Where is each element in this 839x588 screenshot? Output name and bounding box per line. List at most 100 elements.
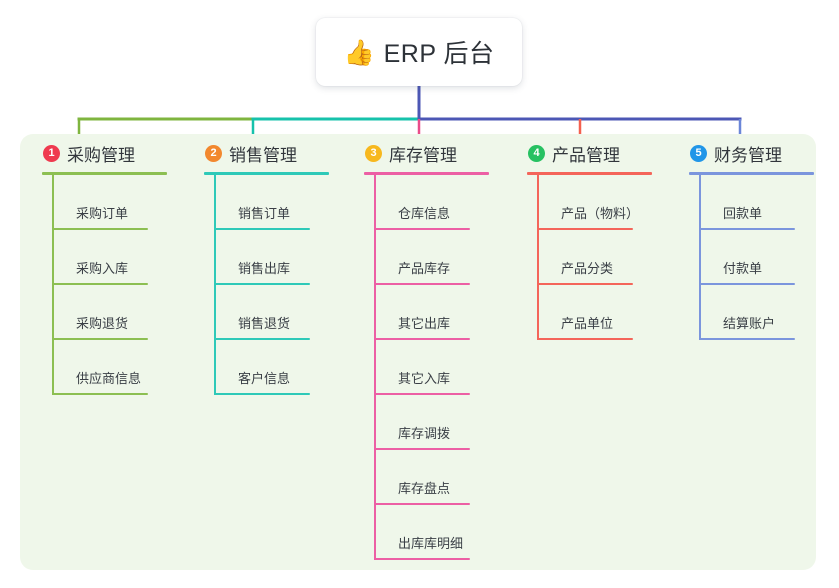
branch-item[interactable]: 销售出库 bbox=[214, 230, 360, 285]
branch-item-label: 供应商信息 bbox=[76, 371, 142, 386]
branch-item-underline bbox=[699, 283, 795, 285]
branch-title: 财务管理 bbox=[714, 145, 782, 165]
branch-item-list: 采购订单采购入库采购退货供应商信息 bbox=[52, 175, 198, 395]
branch-header-2[interactable]: 2 销售管理 bbox=[200, 134, 360, 172]
branch-item[interactable]: 其它出库 bbox=[374, 285, 520, 340]
branch-item-underline bbox=[52, 338, 148, 340]
branch-item-underline bbox=[374, 228, 470, 230]
branch-item-label: 库存调拨 bbox=[398, 426, 451, 441]
branch-column-1: 1 采购管理采购订单采购入库采购退货供应商信息 bbox=[38, 134, 198, 395]
branch-title: 库存管理 bbox=[389, 145, 457, 165]
branch-item-label: 结算账户 bbox=[723, 316, 776, 331]
branch-item-label: 采购入库 bbox=[76, 261, 129, 276]
branch-item-label: 回款单 bbox=[723, 206, 763, 221]
branch-item[interactable]: 产品分类 bbox=[537, 230, 683, 285]
branch-underline bbox=[364, 172, 489, 175]
branch-item-label: 产品（物料） bbox=[561, 206, 640, 221]
branch-item-label: 其它出库 bbox=[398, 316, 451, 331]
branch-item-underline bbox=[214, 338, 310, 340]
branch-item[interactable]: 库存调拨 bbox=[374, 395, 520, 450]
branch-column-3: 3 库存管理仓库信息产品库存其它出库其它入库库存调拨库存盘点出库库明细 bbox=[360, 134, 520, 560]
branch-item-underline bbox=[374, 283, 470, 285]
branch-item-underline bbox=[699, 228, 795, 230]
branch-header-4[interactable]: 4 产品管理 bbox=[523, 134, 683, 172]
branch-item-underline bbox=[537, 283, 633, 285]
branch-item-underline bbox=[52, 283, 148, 285]
branch-item[interactable]: 销售订单 bbox=[214, 175, 360, 230]
branch-item[interactable]: 出库库明细 bbox=[374, 505, 520, 560]
branch-underline bbox=[689, 172, 814, 175]
branch-item-label: 销售退货 bbox=[238, 316, 291, 331]
branch-item[interactable]: 客户信息 bbox=[214, 340, 360, 395]
branch-item-underline bbox=[374, 338, 470, 340]
branch-underline bbox=[42, 172, 167, 175]
branch-item-label: 产品分类 bbox=[561, 261, 614, 276]
branch-item-label: 产品库存 bbox=[398, 261, 451, 276]
branch-item-label: 销售出库 bbox=[238, 261, 291, 276]
branch-item-label: 采购退货 bbox=[76, 316, 129, 331]
branch-number-badge: 1 bbox=[43, 144, 60, 162]
branch-item-label: 库存盘点 bbox=[398, 481, 451, 496]
branch-item[interactable]: 库存盘点 bbox=[374, 450, 520, 505]
branch-number-badge: 3 bbox=[365, 144, 382, 162]
branch-item-list: 回款单付款单结算账户 bbox=[699, 175, 839, 340]
branch-item-label: 付款单 bbox=[723, 261, 763, 276]
branch-item[interactable]: 付款单 bbox=[699, 230, 839, 285]
root-node[interactable]: 👍 ERP 后台 bbox=[316, 18, 522, 86]
branch-item[interactable]: 结算账户 bbox=[699, 285, 839, 340]
branch-item-label: 出库库明细 bbox=[398, 536, 464, 551]
branch-header-1[interactable]: 1 采购管理 bbox=[38, 134, 198, 172]
branch-column-2: 2 销售管理销售订单销售出库销售退货客户信息 bbox=[200, 134, 360, 395]
branch-item[interactable]: 销售退货 bbox=[214, 285, 360, 340]
branch-title: 采购管理 bbox=[67, 145, 135, 165]
branch-item-underline bbox=[374, 448, 470, 450]
branch-item[interactable]: 回款单 bbox=[699, 175, 839, 230]
branch-spine bbox=[374, 175, 376, 560]
branch-item-underline bbox=[214, 393, 310, 395]
branch-underline bbox=[204, 172, 329, 175]
branch-columns: 1 采购管理采购订单采购入库采购退货供应商信息 2 销售管理销售订单销售出库销售退货客… bbox=[20, 134, 816, 570]
branch-spine bbox=[52, 175, 54, 395]
branch-item-underline bbox=[214, 283, 310, 285]
branches-panel bbox=[20, 134, 816, 570]
branch-title: 产品管理 bbox=[552, 145, 620, 165]
branch-item[interactable]: 采购退货 bbox=[52, 285, 198, 340]
branch-item-list: 销售订单销售出库销售退货客户信息 bbox=[214, 175, 360, 395]
branch-title: 销售管理 bbox=[229, 145, 297, 165]
branch-item[interactable]: 其它入库 bbox=[374, 340, 520, 395]
branch-item-label: 其它入库 bbox=[398, 371, 451, 386]
branch-item-underline bbox=[374, 503, 470, 505]
branch-item[interactable]: 产品单位 bbox=[537, 285, 683, 340]
branch-item-label: 仓库信息 bbox=[398, 206, 451, 221]
thumbs-up-icon: 👍 bbox=[343, 38, 375, 67]
root-node-title: ERP 后台 bbox=[383, 40, 495, 68]
branch-item[interactable]: 产品（物料） bbox=[537, 175, 683, 230]
branch-spine bbox=[537, 175, 539, 340]
branch-item-label: 产品单位 bbox=[561, 316, 614, 331]
branch-item[interactable]: 仓库信息 bbox=[374, 175, 520, 230]
branch-number-badge: 4 bbox=[528, 144, 545, 162]
branch-item[interactable]: 供应商信息 bbox=[52, 340, 198, 395]
branch-item-underline bbox=[374, 393, 470, 395]
branch-item[interactable]: 采购订单 bbox=[52, 175, 198, 230]
branch-column-4: 4 产品管理产品（物料） 产品分类产品单位 bbox=[523, 134, 683, 340]
branch-item-underline bbox=[374, 558, 470, 560]
branch-item-label: 客户信息 bbox=[238, 371, 291, 386]
branch-item-label: 采购订单 bbox=[76, 206, 129, 221]
branch-item-underline bbox=[537, 338, 633, 340]
branch-number-badge: 2 bbox=[205, 144, 222, 162]
branch-header-3[interactable]: 3 库存管理 bbox=[360, 134, 520, 172]
branch-item-underline bbox=[52, 228, 148, 230]
branch-spine bbox=[699, 175, 701, 340]
branch-item-list: 产品（物料） 产品分类产品单位 bbox=[537, 175, 683, 340]
branch-item[interactable]: 产品库存 bbox=[374, 230, 520, 285]
branch-item-underline bbox=[214, 228, 310, 230]
branch-item-underline bbox=[52, 393, 148, 395]
branch-item-underline bbox=[699, 338, 795, 340]
branch-underline bbox=[527, 172, 652, 175]
branch-spine bbox=[214, 175, 216, 395]
branch-item[interactable]: 采购入库 bbox=[52, 230, 198, 285]
